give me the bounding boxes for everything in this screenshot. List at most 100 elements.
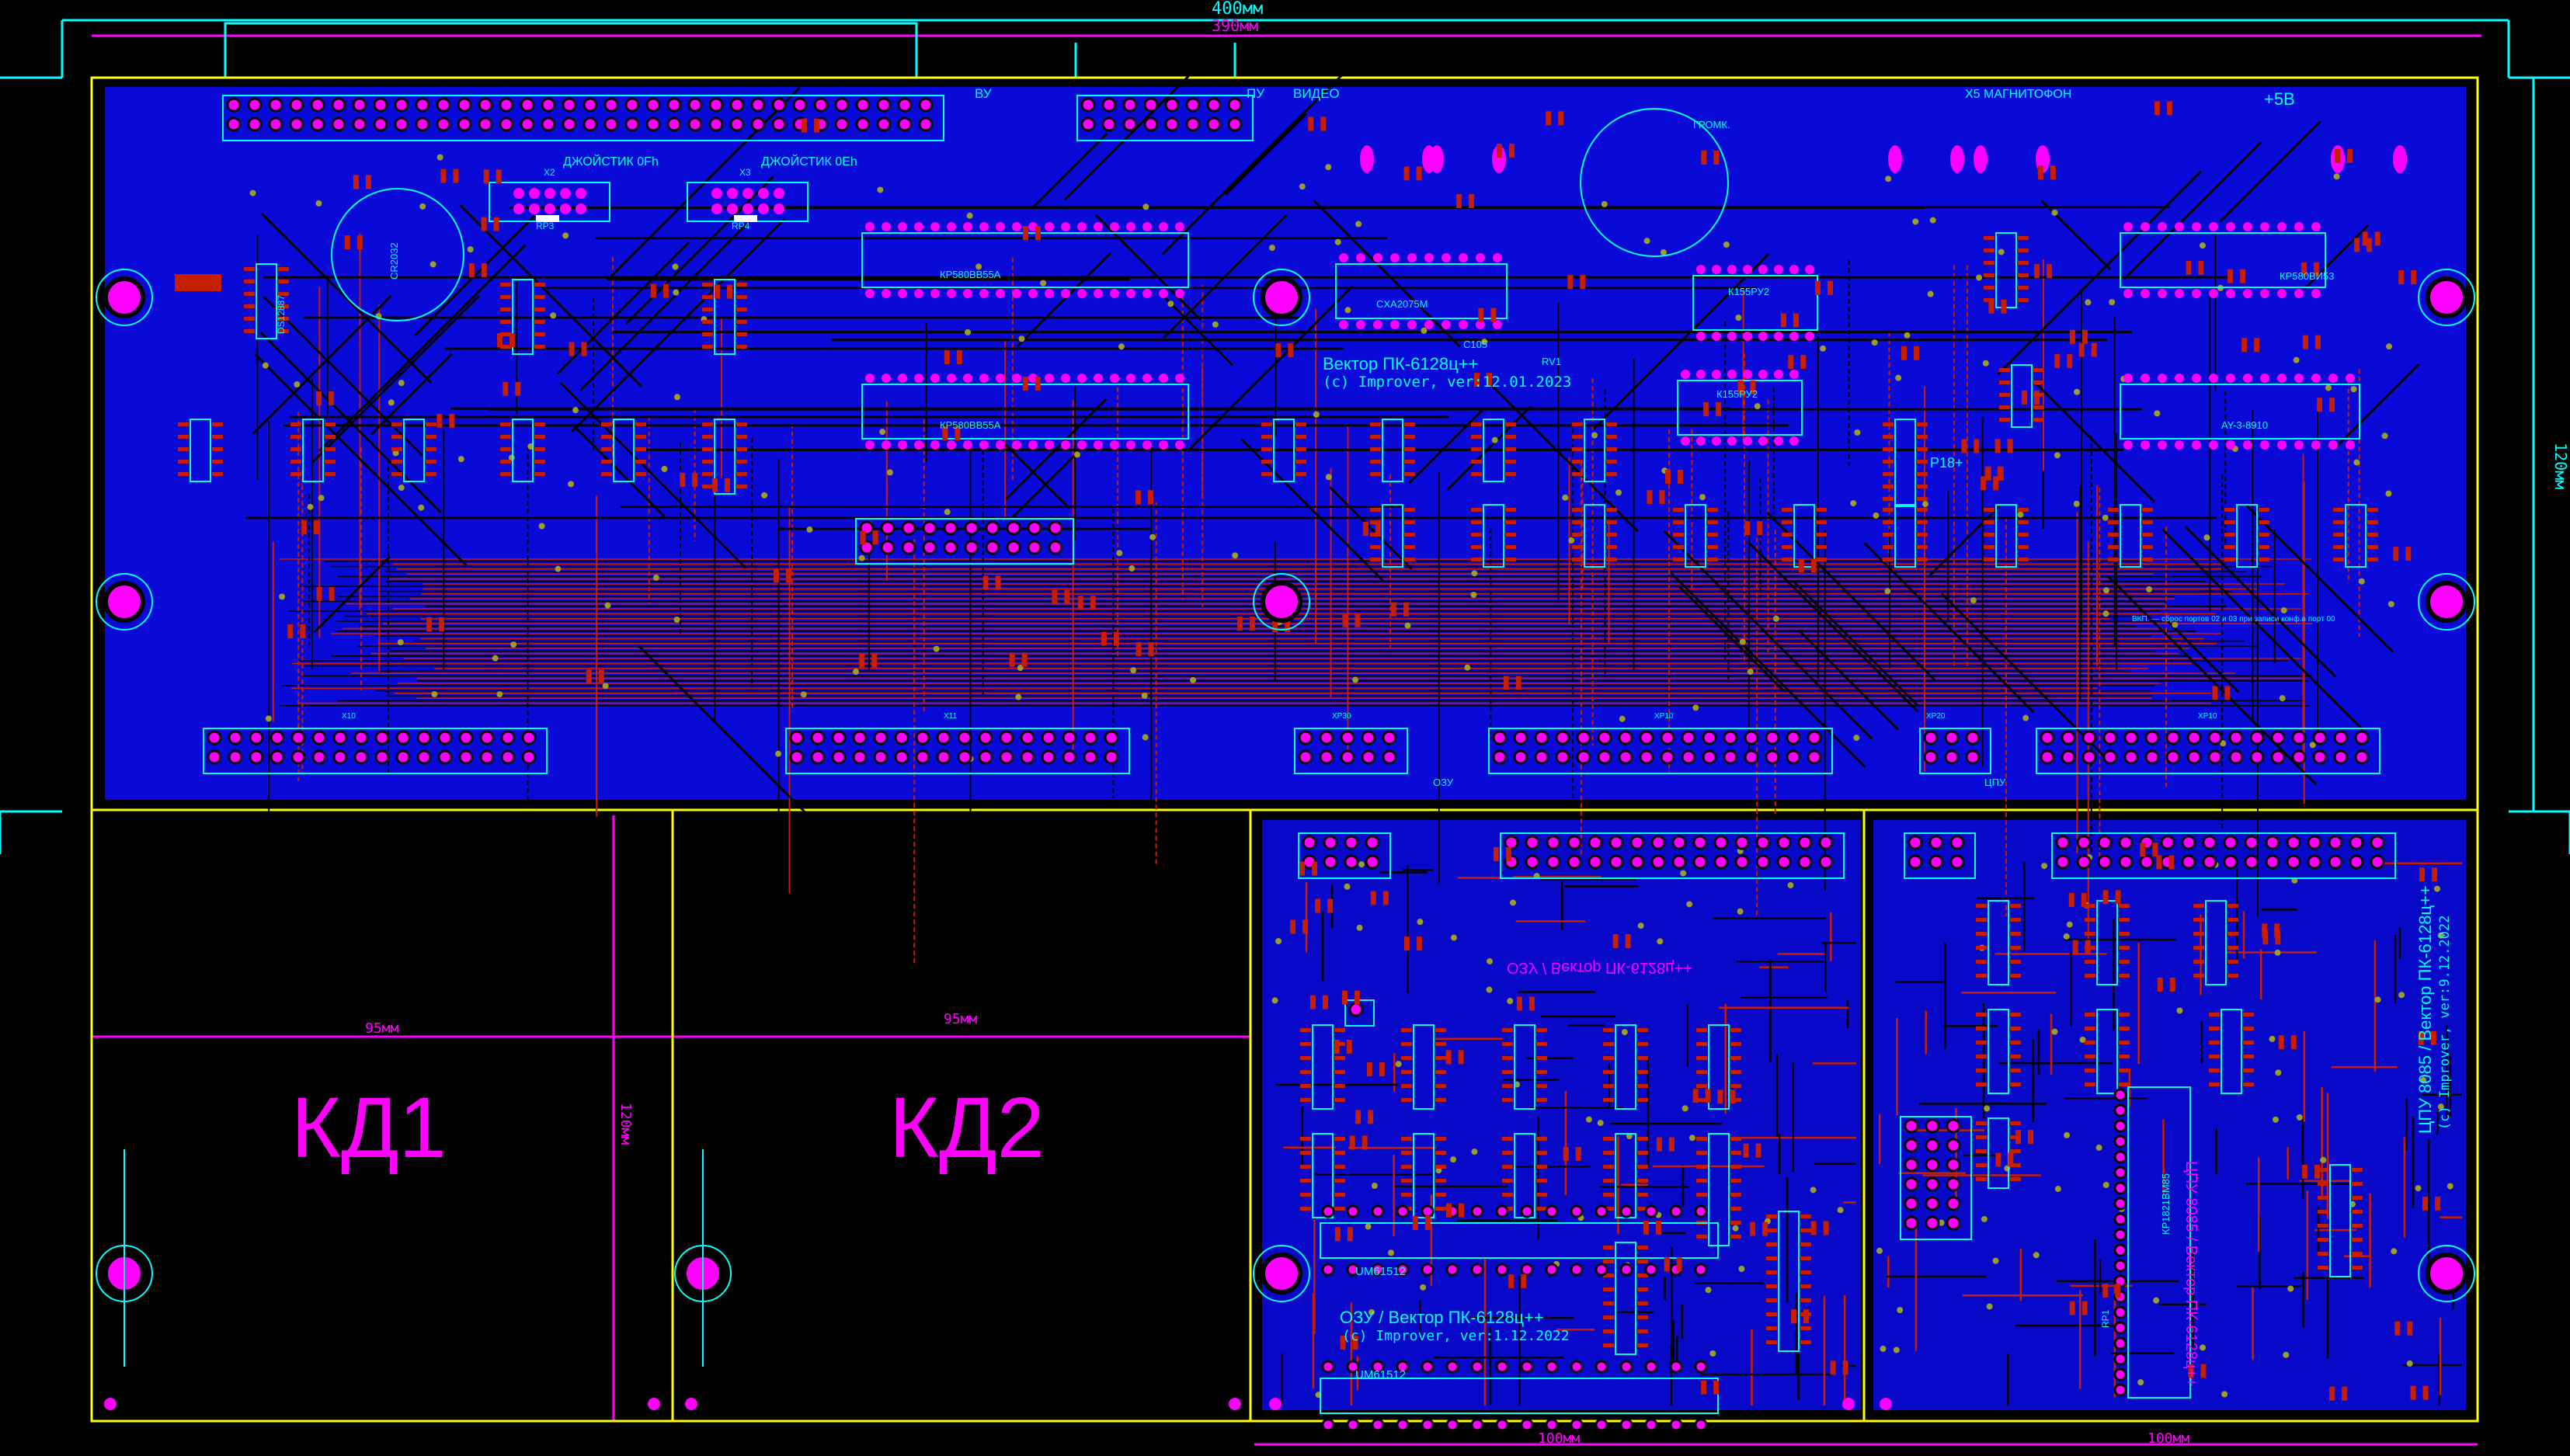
via bbox=[1464, 664, 1471, 671]
chip-pad bbox=[1696, 436, 1706, 446]
chip-outline bbox=[1987, 1009, 2009, 1094]
header-pin bbox=[943, 540, 958, 555]
jack-pad bbox=[1950, 145, 1964, 173]
chip-pad bbox=[2123, 440, 2133, 450]
via bbox=[2325, 384, 2332, 391]
header-pin bbox=[1765, 749, 1780, 765]
trace bbox=[559, 382, 747, 569]
header-pin bbox=[2081, 730, 2097, 745]
chip-pad bbox=[1637, 1070, 1648, 1074]
via bbox=[1190, 676, 1197, 683]
via bbox=[2203, 534, 2210, 541]
smd-pad bbox=[1275, 343, 1282, 358]
smd-pad bbox=[1310, 995, 1316, 1009]
pu-label: ПУ bbox=[1247, 86, 1264, 101]
chip-pad bbox=[2113, 1305, 2127, 1319]
chip-pad bbox=[1603, 1070, 1614, 1074]
mounting-hole bbox=[103, 581, 145, 623]
chip-pad bbox=[1976, 1013, 1987, 1016]
chip-pad bbox=[1502, 1179, 1513, 1183]
smd-pad bbox=[1961, 439, 1967, 453]
chip-pad bbox=[1800, 1214, 1811, 1218]
smd-pad bbox=[1362, 1135, 1368, 1150]
via bbox=[661, 465, 668, 472]
smd-pad bbox=[944, 350, 950, 365]
header-pin bbox=[1122, 116, 1138, 132]
chip-outline bbox=[1312, 1133, 1334, 1218]
joystick-pin bbox=[742, 188, 753, 199]
header-pin bbox=[311, 749, 327, 765]
chip-pad bbox=[1782, 508, 1793, 512]
chip-pad bbox=[1883, 497, 1894, 501]
smd-pad bbox=[2290, 1035, 2297, 1050]
via bbox=[1167, 301, 1174, 308]
dim-kd2-width: 95мм bbox=[944, 1011, 978, 1027]
chip-pad bbox=[2142, 508, 2153, 512]
chip-pad bbox=[1774, 332, 1783, 341]
chip-pad bbox=[1883, 447, 1894, 451]
smd-pad bbox=[1994, 439, 2001, 453]
header-outline bbox=[1076, 95, 1254, 141]
smd-pad bbox=[2166, 101, 2172, 116]
mounting-hole-ring bbox=[96, 269, 153, 326]
smd-pad bbox=[515, 381, 521, 396]
chip-pad bbox=[1012, 440, 1021, 450]
chip-pad bbox=[1999, 418, 2010, 422]
joystick-pin bbox=[727, 203, 738, 214]
header-pin bbox=[855, 116, 871, 132]
chip-pad bbox=[2113, 1166, 2127, 1180]
smd-pad bbox=[1730, 1089, 1736, 1104]
smd-pad bbox=[1713, 150, 1720, 165]
header-pin bbox=[831, 730, 847, 745]
smd-pad bbox=[995, 575, 1001, 590]
smd-pad bbox=[1803, 1309, 1810, 1324]
header-pin bbox=[2291, 749, 2307, 765]
chip-pad bbox=[1696, 1137, 1707, 1141]
header-pin bbox=[1319, 730, 1334, 745]
header-pin bbox=[1723, 730, 1738, 745]
header-pin bbox=[1083, 730, 1098, 745]
header-pin bbox=[1946, 1138, 1961, 1153]
chip-pad bbox=[1502, 1042, 1513, 1046]
via bbox=[2054, 1186, 2061, 1193]
smd-pad bbox=[1456, 194, 1462, 209]
chip-pad bbox=[702, 447, 713, 451]
smd-pad bbox=[1347, 1227, 1353, 1242]
chip-pad bbox=[979, 440, 989, 450]
chip-pad bbox=[1637, 1151, 1648, 1155]
via bbox=[877, 186, 884, 193]
smd-pad bbox=[726, 284, 732, 299]
trace bbox=[572, 425, 666, 518]
via bbox=[1299, 183, 1306, 190]
chip-pad bbox=[1644, 1418, 1658, 1432]
header-pin bbox=[1143, 116, 1159, 132]
header-pin bbox=[207, 749, 222, 765]
chip-pad bbox=[2259, 533, 2269, 537]
chip-pad bbox=[601, 460, 612, 464]
chip-outline bbox=[1483, 419, 1504, 482]
smd-pad bbox=[481, 263, 487, 278]
chip-pad bbox=[1984, 520, 1994, 524]
smd-pad bbox=[1272, 618, 1278, 633]
via bbox=[2353, 459, 2360, 466]
header-pin bbox=[1143, 97, 1159, 113]
chip-pad bbox=[2243, 374, 2252, 383]
header-pin bbox=[520, 116, 535, 132]
joystick-pin bbox=[711, 188, 722, 199]
chip-pad bbox=[2113, 1243, 2127, 1257]
chip-pad bbox=[882, 374, 891, 383]
chip-pad bbox=[2318, 1224, 2328, 1228]
chip-pad bbox=[1094, 440, 1103, 450]
smd-pad bbox=[2435, 1196, 2441, 1211]
smd-pad bbox=[1315, 898, 1321, 913]
chip-pad bbox=[1300, 1042, 1311, 1046]
jack-pad bbox=[1974, 145, 1987, 173]
via bbox=[2333, 173, 2340, 180]
chip-pad bbox=[2318, 1196, 2328, 1200]
chip-pad bbox=[1441, 320, 1451, 329]
smd-pad bbox=[2354, 238, 2360, 252]
smd-pad bbox=[1403, 166, 1410, 181]
smd-pad bbox=[2072, 940, 2078, 954]
via bbox=[1334, 238, 1341, 245]
